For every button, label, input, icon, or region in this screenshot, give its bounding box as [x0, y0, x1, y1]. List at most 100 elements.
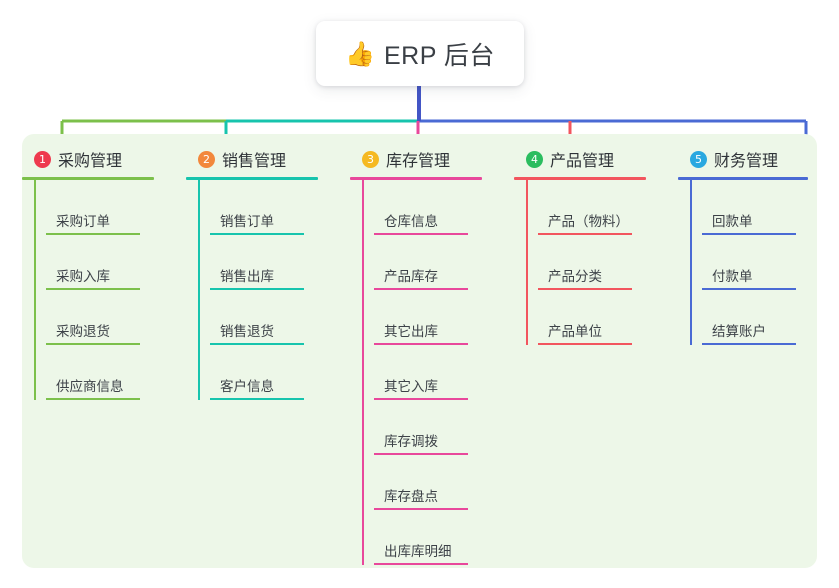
branch-title-1: 采购管理 — [58, 153, 123, 170]
branch-item-label: 产品（物料） — [548, 214, 629, 229]
branch-item-underline — [702, 233, 796, 235]
branch-item-list-3: 仓库信息产品库存其它出库其它入库库存调拨库存盘点出库库明细 — [350, 180, 508, 565]
branch-badge-5: 5 — [690, 150, 707, 168]
branch-title-3: 库存管理 — [386, 153, 451, 170]
branch-item[interactable]: 产品分类 — [526, 235, 672, 290]
root-title: ERP 后台 — [383, 41, 495, 70]
branch-header-5[interactable]: 5 财务管理 — [678, 146, 836, 172]
branch-badge-1: 1 — [34, 150, 51, 168]
branch-spine-2 — [198, 180, 200, 400]
branch-item-label: 回款单 — [712, 214, 753, 229]
branch-item-underline — [46, 233, 140, 235]
branch-header-1[interactable]: 1 采购管理 — [22, 146, 180, 172]
thumbs-up-icon: 👍 — [345, 40, 375, 68]
branch-item-underline — [210, 233, 304, 235]
branch-title-5: 财务管理 — [714, 153, 779, 170]
branch-title-2: 销售管理 — [222, 153, 287, 170]
branch-item-underline — [46, 398, 140, 400]
branch-item-underline — [538, 343, 632, 345]
branch-item[interactable]: 仓库信息 — [362, 180, 508, 235]
branch-underline-5 — [678, 177, 808, 180]
branch-item-underline — [374, 398, 468, 400]
branch-item-underline — [374, 453, 468, 455]
root-node[interactable]: 👍 ERP 后台 — [316, 21, 524, 86]
branch-header-3[interactable]: 3 库存管理 — [350, 146, 508, 172]
branch-item-underline — [210, 398, 304, 400]
branch-column-4: 4 产品管理产品（物料） 产品分类产品单位 — [514, 146, 672, 345]
branch-spine-5 — [690, 180, 692, 345]
branch-spine-4 — [526, 180, 528, 345]
branch-item-list-4: 产品（物料） 产品分类产品单位 — [514, 180, 672, 345]
branch-item-label: 产品分类 — [548, 269, 602, 284]
branch-item-underline — [210, 288, 304, 290]
branch-badge-2: 2 — [198, 150, 215, 168]
branch-item[interactable]: 产品库存 — [362, 235, 508, 290]
branch-item-label: 采购退货 — [56, 324, 110, 339]
branch-item-underline — [374, 233, 468, 235]
branch-column-3: 3 库存管理仓库信息产品库存其它出库其它入库库存调拨库存盘点出库库明细 — [350, 146, 508, 565]
branch-header-4[interactable]: 4 产品管理 — [514, 146, 672, 172]
branch-item[interactable]: 销售退货 — [198, 290, 344, 345]
branch-item[interactable]: 客户信息 — [198, 345, 344, 400]
branch-item-underline — [374, 563, 468, 565]
branch-underline-1 — [22, 177, 154, 180]
branch-spine-1 — [34, 180, 36, 400]
branch-item[interactable]: 采购退货 — [34, 290, 180, 345]
branch-item-underline — [702, 288, 796, 290]
branch-item-list-1: 采购订单采购入库采购退货供应商信息 — [22, 180, 180, 400]
branch-item[interactable]: 库存调拨 — [362, 400, 508, 455]
branch-underline-2 — [186, 177, 318, 180]
branch-panel — [22, 134, 817, 568]
branch-item[interactable]: 采购订单 — [34, 180, 180, 235]
branch-item-label: 付款单 — [712, 269, 753, 284]
branch-item[interactable]: 其它出库 — [362, 290, 508, 345]
branch-item-label: 客户信息 — [220, 379, 274, 394]
branch-column-2: 2 销售管理销售订单销售出库销售退货客户信息 — [186, 146, 344, 400]
branch-item-label: 供应商信息 — [56, 379, 124, 394]
branch-item[interactable]: 结算账户 — [690, 290, 836, 345]
branch-item[interactable]: 产品单位 — [526, 290, 672, 345]
branch-item-underline — [374, 288, 468, 290]
branch-item-label: 仓库信息 — [384, 214, 438, 229]
branch-item-label: 库存盘点 — [384, 489, 438, 504]
branch-item-underline — [210, 343, 304, 345]
branch-item[interactable]: 库存盘点 — [362, 455, 508, 510]
branch-title-4: 产品管理 — [550, 153, 615, 170]
branch-item-underline — [46, 288, 140, 290]
branch-item[interactable]: 采购入库 — [34, 235, 180, 290]
branch-underline-4 — [514, 177, 646, 180]
branch-header-2[interactable]: 2 销售管理 — [186, 146, 344, 172]
branch-item-label: 库存调拨 — [384, 434, 438, 449]
branch-badge-4: 4 — [526, 150, 543, 168]
branch-item-label: 其它入库 — [384, 379, 438, 394]
branch-item-underline — [538, 288, 632, 290]
branch-item[interactable]: 付款单 — [690, 235, 836, 290]
branch-item-underline — [374, 343, 468, 345]
branch-item[interactable]: 出库库明细 — [362, 510, 508, 565]
branch-item[interactable]: 销售出库 — [198, 235, 344, 290]
branch-item-label: 销售退货 — [220, 324, 274, 339]
branch-item-underline — [702, 343, 796, 345]
branch-item[interactable]: 其它入库 — [362, 345, 508, 400]
branch-item-label: 出库库明细 — [384, 544, 452, 559]
branch-badge-3: 3 — [362, 150, 379, 168]
branch-item-underline — [46, 343, 140, 345]
branch-item-label: 产品库存 — [384, 269, 438, 284]
branch-item-label: 销售出库 — [220, 269, 274, 284]
branch-spine-3 — [362, 180, 364, 565]
branch-column-5: 5 财务管理回款单付款单结算账户 — [678, 146, 836, 345]
branch-item[interactable]: 供应商信息 — [34, 345, 180, 400]
branch-item[interactable]: 产品（物料） — [526, 180, 672, 235]
branch-item-label: 销售订单 — [220, 214, 274, 229]
branch-item-label: 其它出库 — [384, 324, 438, 339]
branch-underline-3 — [350, 177, 482, 180]
branch-item[interactable]: 销售订单 — [198, 180, 344, 235]
branch-column-1: 1 采购管理采购订单采购入库采购退货供应商信息 — [22, 146, 180, 400]
branch-item-label: 产品单位 — [548, 324, 602, 339]
branch-item-label: 采购订单 — [56, 214, 110, 229]
branch-item-list-2: 销售订单销售出库销售退货客户信息 — [186, 180, 344, 400]
branch-item-underline — [538, 233, 632, 235]
branch-item[interactable]: 回款单 — [690, 180, 836, 235]
branch-item-underline — [374, 508, 468, 510]
